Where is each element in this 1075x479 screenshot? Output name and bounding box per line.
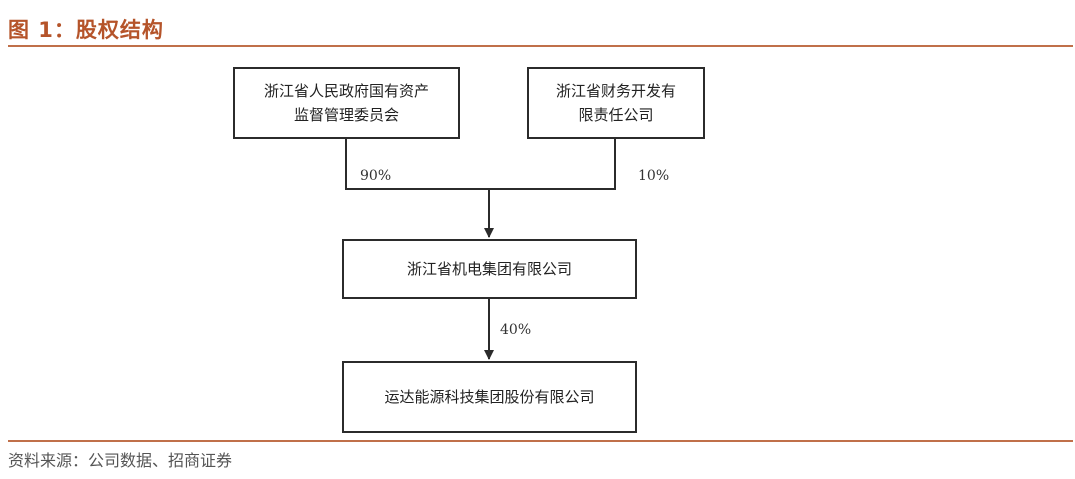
- node-zhejiang-sasac: 浙江省人民政府国有资产 监督管理委员会: [233, 67, 460, 139]
- edge-finance-to-group: [489, 139, 616, 190]
- node-yunda-energy: 运达能源科技集团股份有限公司: [342, 361, 637, 433]
- node-zhejiang-mechanical-electrical-group: 浙江省机电集团有限公司: [342, 239, 637, 299]
- edge-label-40: 40%: [500, 322, 532, 338]
- top-divider: [8, 45, 1073, 47]
- edge-sasac-to-group: [345, 139, 489, 190]
- edge-label-90: 90%: [360, 168, 392, 184]
- node-zhejiang-finance-development: 浙江省财务开发有 限责任公司: [527, 67, 705, 139]
- bottom-divider: [8, 440, 1073, 442]
- source-note: 资料来源：公司数据、招商证券: [8, 451, 233, 470]
- figure-title: 图 1：股权结构: [8, 18, 164, 42]
- edge-label-10: 10%: [638, 168, 670, 184]
